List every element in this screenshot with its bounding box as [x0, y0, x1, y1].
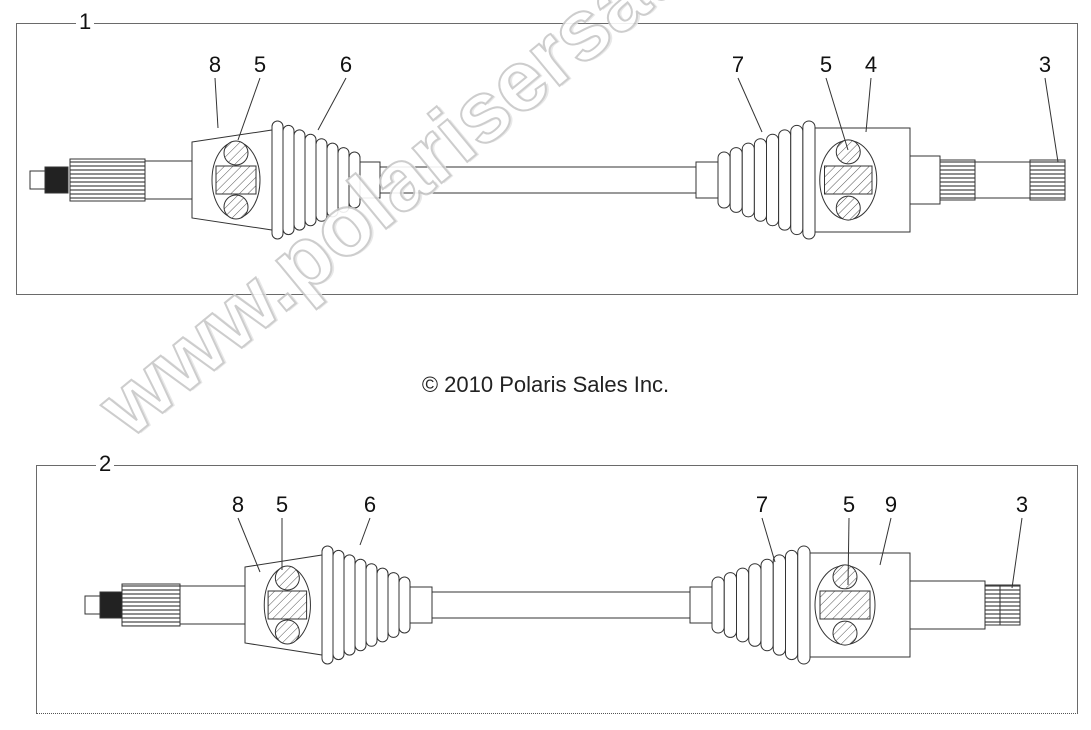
- leader-line: [1044, 77, 1059, 163]
- inner-race: [819, 590, 871, 620]
- inner-boot-ridge: [343, 554, 356, 656]
- callout-label: 9: [885, 492, 897, 517]
- inner-race: [824, 165, 873, 195]
- outer-boot-ridge: [736, 567, 750, 643]
- inner-splines: [69, 158, 146, 202]
- callout-label: 3: [1016, 492, 1028, 517]
- leader-line: [237, 77, 261, 141]
- inner-splines: [121, 583, 181, 627]
- outer-boot-ridge: [760, 558, 774, 652]
- inner-boot-ridge: [321, 545, 334, 665]
- outer-neck: [909, 580, 986, 630]
- ball-bearing: [223, 194, 249, 220]
- outer-splines: [939, 159, 976, 201]
- outer-boot-ridge: [785, 549, 799, 661]
- callout-label: 6: [340, 52, 352, 77]
- inner-boot-ridge: [365, 563, 378, 647]
- ball-bearing: [274, 619, 300, 645]
- leader-line: [1011, 517, 1023, 589]
- callout-label: 8: [232, 492, 244, 517]
- copyright-notice: © 2010 Polaris Sales Inc.: [421, 372, 670, 397]
- outer-splines: [984, 584, 1001, 626]
- leader-line: [737, 77, 763, 133]
- shaft-bar: [431, 591, 691, 619]
- outer-boot-ridge: [717, 151, 731, 209]
- inner-boot-ridge: [398, 576, 411, 634]
- callout-label: 7: [756, 492, 768, 517]
- nut-tip: [29, 170, 46, 190]
- outer-boot-ridge: [790, 124, 804, 236]
- leader-line: [359, 517, 371, 546]
- outer-stub: [974, 161, 1031, 199]
- outer-tip-splines: [999, 584, 1021, 626]
- boot-clamp: [689, 586, 713, 624]
- outer-boot-ridge: [802, 120, 816, 240]
- outer-boot-ridge: [741, 142, 755, 218]
- outer-boot-ridge: [729, 147, 743, 213]
- threaded-end: [99, 591, 123, 619]
- inner-race: [267, 590, 308, 620]
- callout-label: 8: [209, 52, 221, 77]
- axle-assembly-1: [29, 120, 1066, 240]
- outer-tip-splines: [1029, 159, 1066, 201]
- stub-shaft: [144, 160, 193, 200]
- inner-boot-ridge: [387, 572, 400, 638]
- stub-shaft: [179, 585, 246, 625]
- assembly-1-frame: [16, 23, 1078, 295]
- leader-line: [214, 77, 219, 129]
- outer-boot-ridge: [723, 572, 737, 638]
- ball-bearing: [274, 565, 300, 591]
- leader-line: [847, 517, 850, 586]
- callout-label: 3: [1039, 52, 1051, 77]
- leader-line: [879, 517, 892, 566]
- ball-bearing: [835, 195, 861, 221]
- callouts-assembly-1: 8 5 6 7 5 4 3: [209, 52, 1059, 163]
- shaft-bar: [379, 166, 697, 194]
- ball-bearing: [832, 620, 858, 646]
- callouts-assembly-2: 8 5 6 7 5 9 3: [232, 492, 1028, 589]
- outer-boot-ridge: [772, 554, 786, 656]
- leader-line: [825, 77, 849, 151]
- outer-boot-ridge: [753, 138, 767, 222]
- callout-label: 5: [843, 492, 855, 517]
- outer-boot-ridge: [748, 563, 762, 647]
- inner-boot-ridge: [354, 558, 367, 652]
- ball-bearing: [223, 140, 249, 166]
- outer-boot-ridge: [797, 545, 811, 665]
- callout-label: 5: [254, 52, 266, 77]
- leader-line: [761, 517, 776, 563]
- callout-label: 7: [732, 52, 744, 77]
- assembly-1-label: 1: [76, 11, 95, 33]
- axle-assembly-2: [84, 545, 1021, 665]
- inner-boot-ridge: [332, 549, 345, 661]
- leader-line: [317, 77, 347, 131]
- assembly-2-frame: [36, 465, 1078, 714]
- inner-boot-ridge: [376, 567, 389, 643]
- nut-tip: [84, 595, 101, 615]
- callout-label: 6: [364, 492, 376, 517]
- inner-race: [215, 165, 257, 195]
- outer-neck: [909, 155, 941, 205]
- outer-boot-ridge: [711, 576, 725, 634]
- leader-line: [865, 77, 872, 133]
- threaded-end: [44, 166, 69, 194]
- outer-boot-ridge: [766, 133, 780, 227]
- outer-boot-ridge: [778, 129, 792, 231]
- boot-clamp: [409, 586, 433, 624]
- leader-line: [237, 517, 261, 573]
- assembly-2-label: 2: [96, 453, 115, 475]
- ball-bearing: [835, 139, 861, 165]
- boot-clamp: [695, 161, 719, 199]
- callout-label: 5: [820, 52, 832, 77]
- callout-label: 4: [865, 52, 877, 77]
- ball-bearing: [832, 564, 858, 590]
- callout-label: 5: [276, 492, 288, 517]
